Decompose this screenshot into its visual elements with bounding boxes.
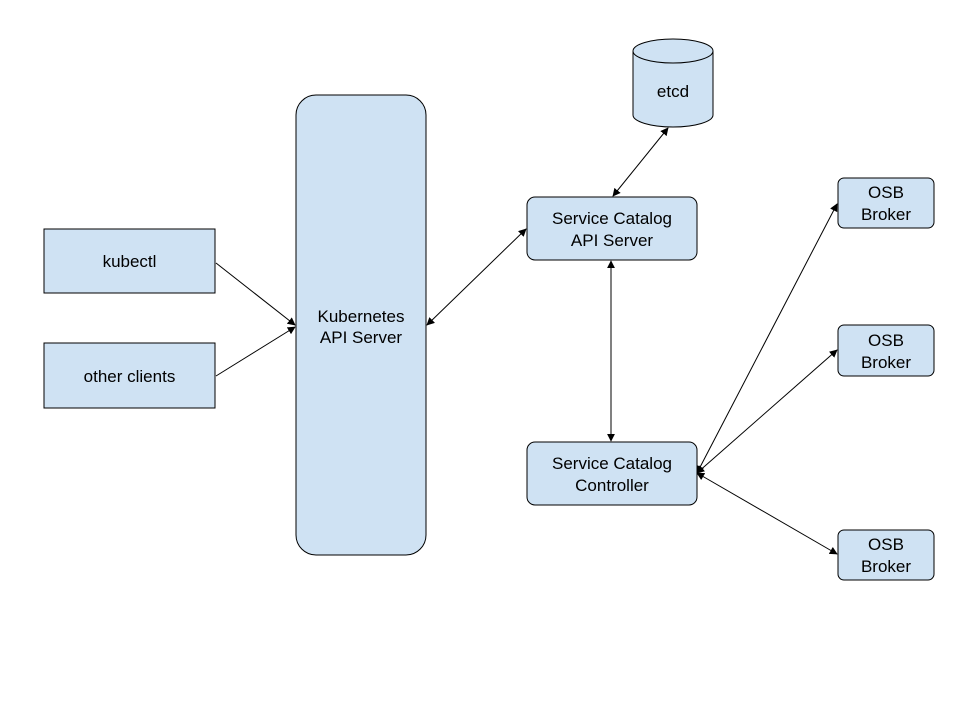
node-service-catalog-controller[interactable]: Service Catalog Controller: [526, 441, 698, 506]
edges: [215, 127, 838, 555]
edge-sc-api-etcd: [612, 127, 669, 197]
edge-k8s-api-sc-api: [426, 228, 527, 326]
edge-other-clients-to-k8s-api: [215, 326, 296, 377]
node-etcd[interactable]: etcd: [632, 38, 714, 128]
node-osb-broker-1[interactable]: OSB Broker: [837, 177, 935, 229]
node-osb-broker-2[interactable]: OSB Broker: [837, 324, 935, 377]
node-osb-broker-3[interactable]: OSB Broker: [837, 529, 935, 581]
node-service-catalog-controller-label-line2: Controller: [575, 476, 649, 495]
node-service-catalog-api-server-label-line2: API Server: [571, 231, 654, 250]
node-osb-broker-2-label-line2: Broker: [861, 353, 911, 372]
node-kubectl-label: kubectl: [103, 252, 157, 271]
edge-kubectl-to-k8s-api: [215, 262, 296, 326]
node-other-clients[interactable]: other clients: [43, 342, 216, 409]
node-osb-broker-3-label-line2: Broker: [861, 557, 911, 576]
edge-sc-controller-broker3: [696, 472, 838, 555]
node-kubernetes-api-server-label-line1: Kubernetes: [318, 307, 405, 326]
node-kubernetes-api-server-label-line2: API Server: [320, 328, 403, 347]
node-service-catalog-api-server-label-line1: Service Catalog: [552, 209, 672, 228]
node-service-catalog-controller-label-line1: Service Catalog: [552, 454, 672, 473]
node-service-catalog-api-server[interactable]: Service Catalog API Server: [526, 196, 698, 261]
edge-sc-controller-broker1: [696, 203, 838, 474]
node-osb-broker-3-label-line1: OSB: [868, 535, 904, 554]
node-etcd-label: etcd: [657, 82, 689, 101]
node-osb-broker-1-label-line2: Broker: [861, 205, 911, 224]
node-kubernetes-api-server[interactable]: Kubernetes API Server: [295, 94, 427, 556]
node-other-clients-label: other clients: [84, 367, 176, 386]
node-osb-broker-2-label-line1: OSB: [868, 331, 904, 350]
edge-sc-controller-broker2: [696, 349, 838, 474]
node-osb-broker-1-label-line1: OSB: [868, 183, 904, 202]
node-kubectl[interactable]: kubectl: [43, 228, 216, 294]
